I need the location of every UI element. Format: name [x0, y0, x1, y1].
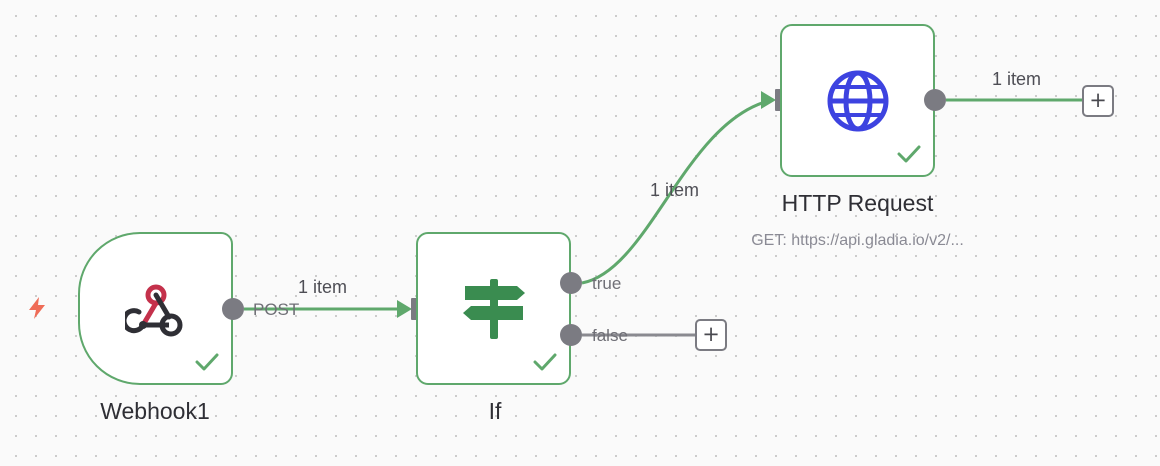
- webhook-icon: [124, 284, 182, 336]
- success-check-icon: [533, 353, 557, 371]
- http-request-node[interactable]: [780, 24, 935, 177]
- globe-icon: [827, 70, 888, 131]
- connection-arrowhead: [397, 300, 412, 318]
- success-check-icon: [195, 353, 219, 371]
- connection-item-count-label: 1 item: [992, 69, 1042, 89]
- if-true-label: true: [592, 274, 622, 293]
- if-input-handle[interactable]: [411, 298, 420, 320]
- webhook-output-label: POST: [253, 300, 300, 319]
- trigger-lightning-icon: [29, 297, 45, 319]
- http-request-node-subtitle: GET: https://api.gladia.io/v2/...: [751, 232, 964, 249]
- connection-arrowhead: [761, 91, 776, 109]
- add-node-after-false-button[interactable]: +: [695, 319, 727, 351]
- http-output-handle[interactable]: [924, 89, 946, 111]
- http-request-node-title: HTTP Request: [781, 190, 934, 216]
- if-false-label: false: [592, 326, 628, 345]
- if-false-output-handle[interactable]: [560, 324, 582, 346]
- if-node[interactable]: [416, 232, 571, 385]
- webhook-node[interactable]: [78, 232, 233, 385]
- connection-if-true-to-http[interactable]: [581, 98, 773, 285]
- success-check-icon: [897, 145, 921, 163]
- if-node-title: If: [488, 398, 502, 424]
- webhook-node-title: Webhook1: [100, 398, 210, 424]
- connection-item-count-label: 1 item: [298, 277, 348, 297]
- add-node-after-http-button[interactable]: +: [1082, 85, 1114, 117]
- webhook-output-handle[interactable]: [222, 298, 244, 320]
- http-input-handle[interactable]: [775, 89, 784, 111]
- connection-item-count-label: 1 item: [650, 180, 700, 200]
- if-true-output-handle[interactable]: [560, 272, 582, 294]
- signpost-icon: [462, 278, 525, 339]
